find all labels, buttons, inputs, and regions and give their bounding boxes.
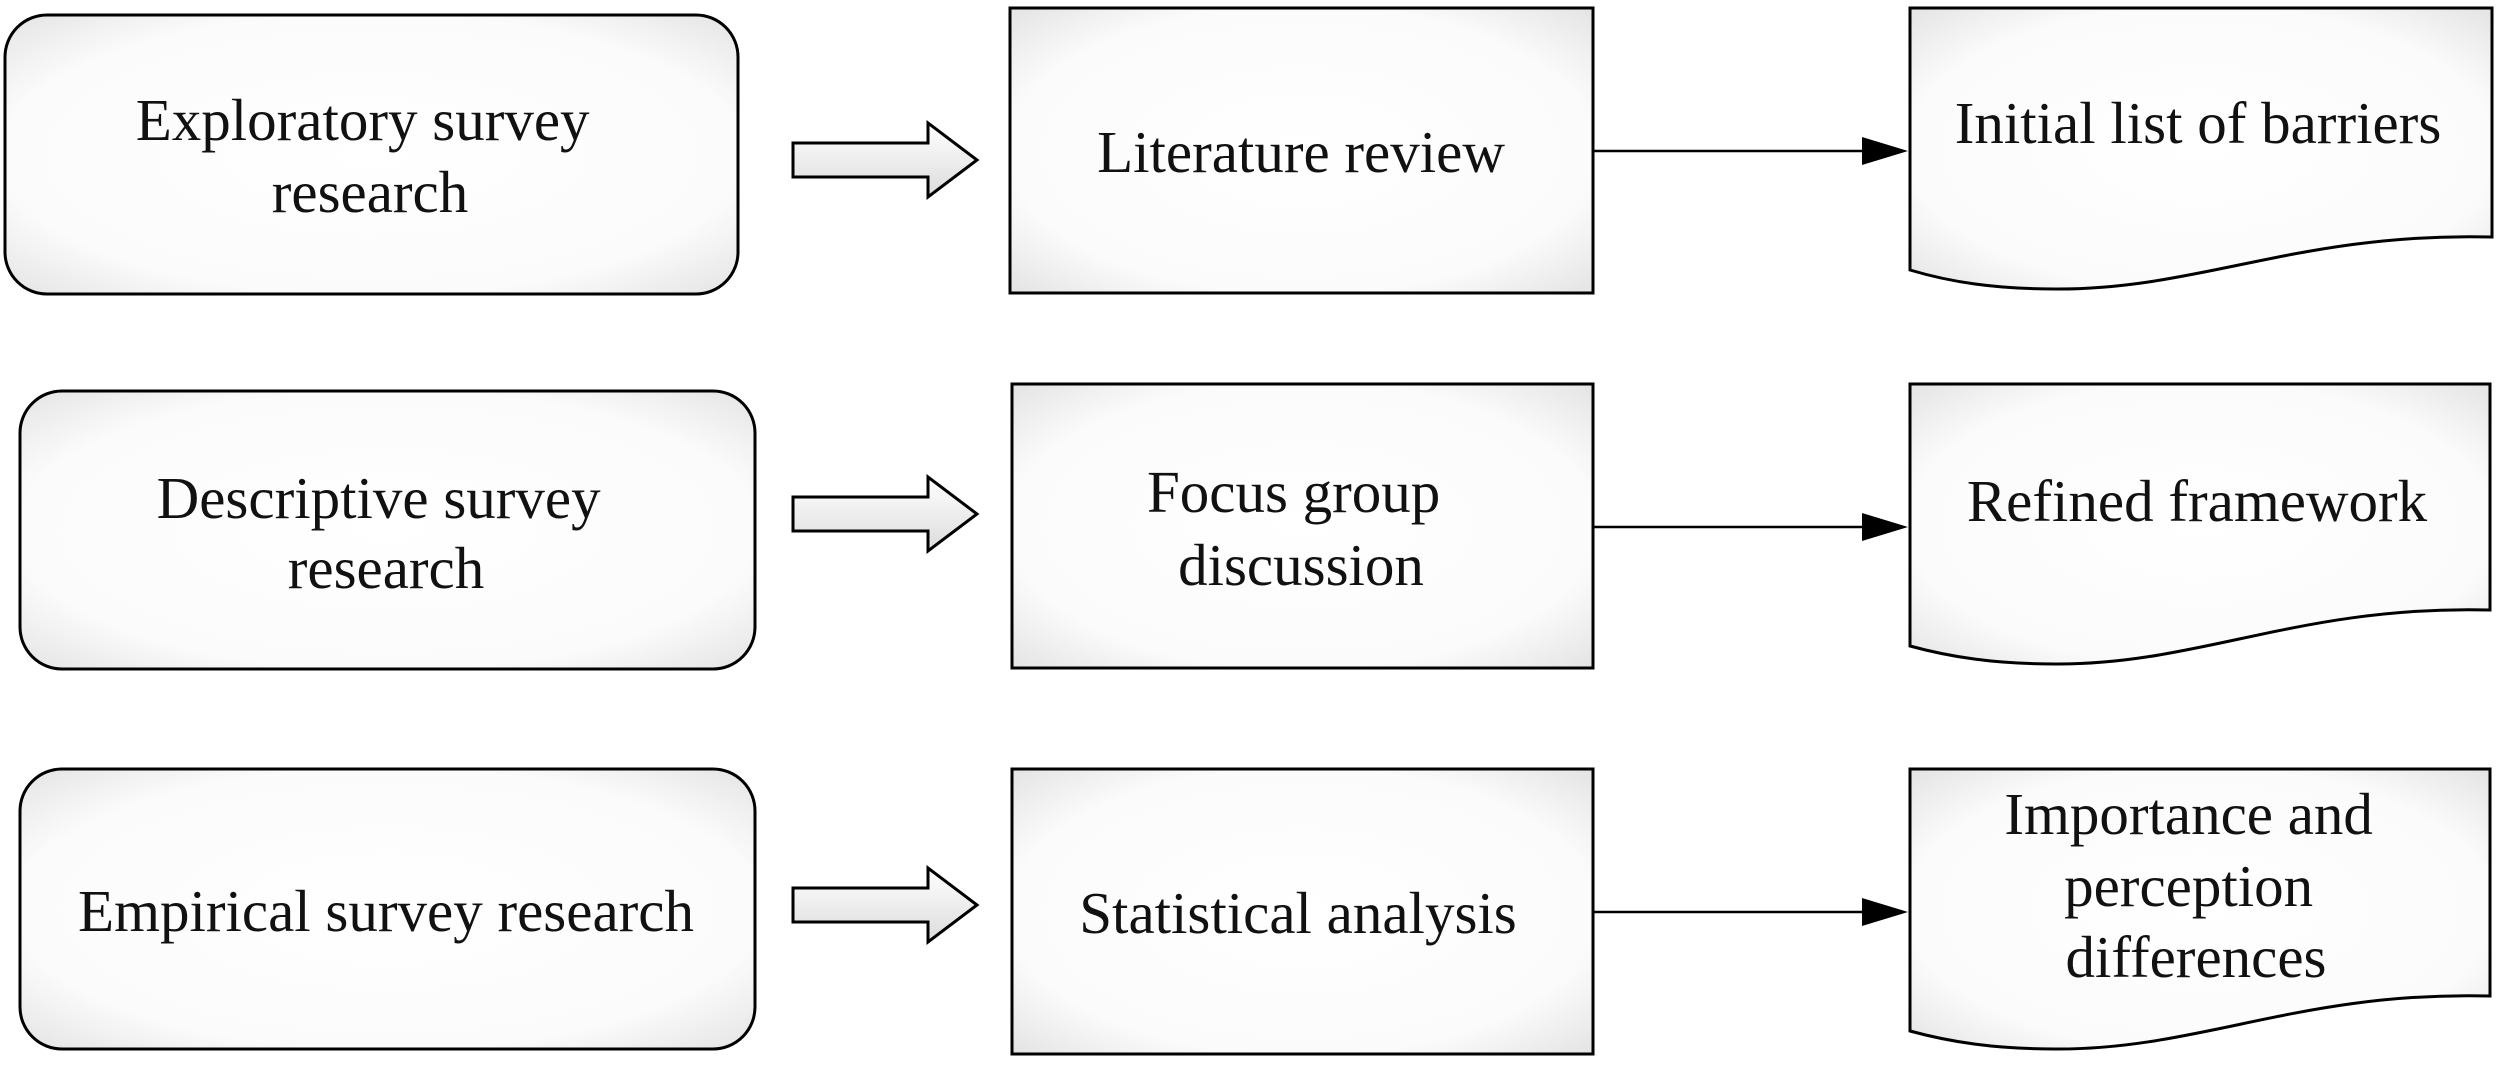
method-box-3	[1010, 767, 1595, 1056]
connector-arrowhead-1	[1862, 137, 1908, 165]
approach-label-1: Exploratory survey research	[136, 87, 605, 225]
approach-box-2	[18, 389, 757, 671]
block-arrow-3	[791, 864, 980, 946]
output-document-2	[1908, 382, 2492, 666]
output-label-2: Refined framework	[1967, 468, 2428, 534]
method-box-2	[1010, 382, 1595, 670]
approach-box-1	[3, 13, 740, 296]
row-1: Exploratory survey research Literature r…	[3, 6, 2494, 296]
block-arrow-2	[791, 473, 980, 555]
method-label-1: Literature review	[1097, 119, 1505, 185]
output-document-1	[1908, 6, 2494, 291]
connector-arrowhead-3	[1862, 898, 1908, 926]
row-2: Descriptive survey research Focus group …	[18, 382, 2492, 671]
approach-label-3: Empirical survey research	[78, 878, 694, 944]
approach-box-3	[18, 767, 757, 1051]
output-document-3	[1908, 767, 2492, 1051]
method-box-1	[1008, 6, 1595, 295]
approach-label-2: Descriptive survey research	[157, 465, 616, 601]
method-label-3: Statistical analysis	[1079, 880, 1517, 946]
output-label-1: Initial list of barriers	[1955, 90, 2442, 156]
block-arrow-1	[791, 119, 980, 201]
row-3: Empirical survey research Statistical an…	[18, 767, 2492, 1056]
method-label-2: Focus group discussion	[1147, 459, 1455, 598]
connector-arrowhead-2	[1862, 513, 1908, 541]
output-label-3: Importance and perception differences	[2004, 781, 2387, 990]
